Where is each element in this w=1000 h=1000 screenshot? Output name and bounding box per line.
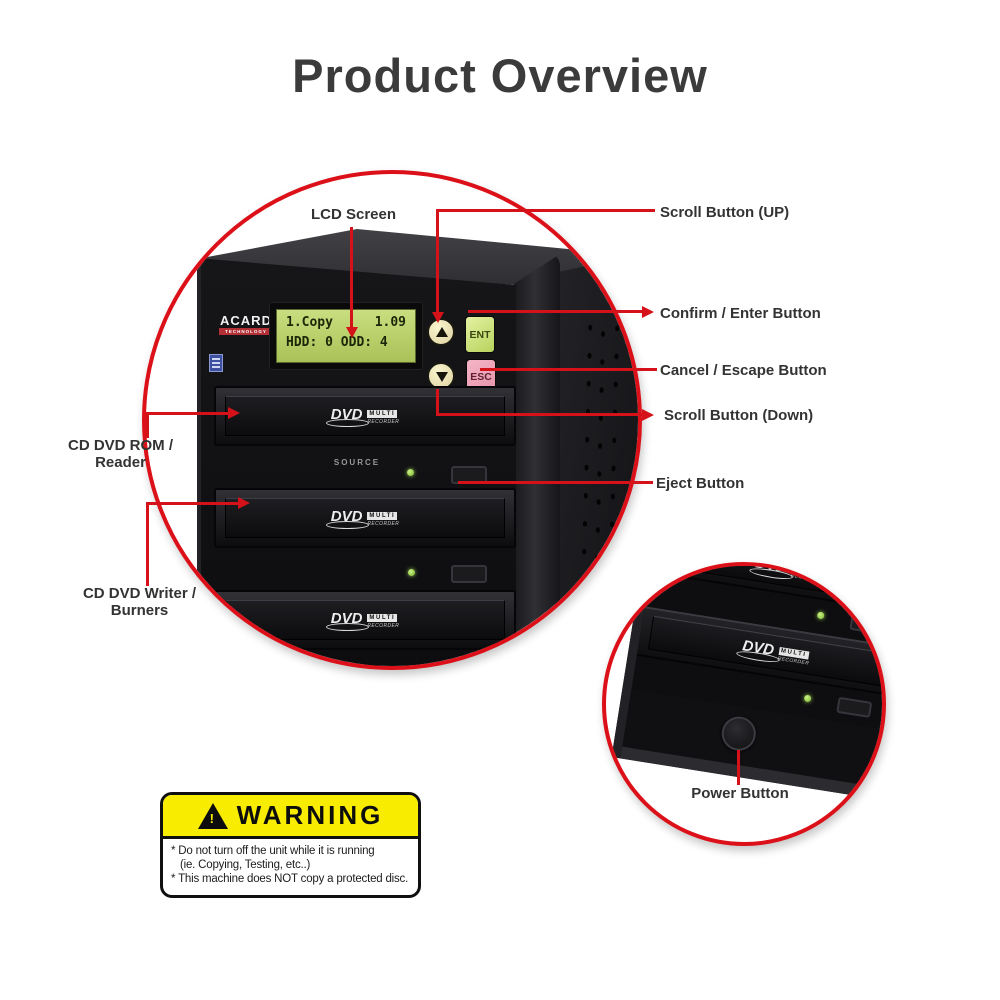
device-corner-edge <box>514 254 560 666</box>
dvd-multi-recorder-logo: DVD MULTI RECORDER <box>754 566 824 583</box>
reader-callout-line <box>146 412 230 415</box>
dvd-wordmark: DVD <box>325 507 370 529</box>
lcd-status-text: HDD: 0 ODD: 4 <box>286 335 388 350</box>
writer-callout-line <box>146 502 240 505</box>
drive-tray: DVD MULTI RECORDER <box>225 396 505 436</box>
eject-button-writer <box>451 565 487 583</box>
warning-line2: (ie. Copying, Testing, etc..) <box>180 859 311 871</box>
dvd-multi-recorder-logo: DVD MULTI RECORDER <box>325 507 400 529</box>
lcd-mode-text: 1.Copy <box>286 315 333 330</box>
drive-tray: DVD MULTI RECORDER <box>225 600 505 640</box>
label-confirm-enter: Confirm / Enter Button <box>660 305 821 322</box>
multi-badge: MULTI <box>367 613 398 622</box>
drive-bay-writer-2: DVD MULTI RECORDER <box>214 590 516 650</box>
dvd-wordmark: DVD <box>754 566 788 576</box>
warning-line3: * This machine does NOT copy a protected… <box>171 873 409 885</box>
device-bottom-closeup: DVD MULTI RECORDER <box>611 566 882 813</box>
brand-subtitle: TECHNOLOGY <box>219 328 273 335</box>
activity-led <box>816 611 825 620</box>
page-title: Product Overview <box>292 49 708 102</box>
enter-callout-line <box>468 310 644 313</box>
eject-callout-line <box>458 481 653 484</box>
enter-arrowhead-icon <box>642 306 654 318</box>
scroll-up-arrowhead-icon <box>432 312 444 323</box>
brand-logo: ACARD TECHNOLOGY <box>219 314 273 335</box>
certification-sticker <box>209 354 223 372</box>
reader-callout-line <box>146 412 149 438</box>
scroll-down-callout-line <box>436 413 643 416</box>
warning-sticker: ! WARNING * Do not turn off the unit whi… <box>160 792 421 898</box>
multi-badge: MULTI <box>367 409 398 418</box>
label-eject: Eject Button <box>656 475 745 492</box>
power-callout-line <box>737 750 740 785</box>
activity-led <box>407 469 414 476</box>
warning-body: * Do not turn off the unit while it is r… <box>163 839 418 891</box>
eject-button <box>836 696 873 718</box>
up-triangle-icon <box>436 327 448 337</box>
activity-led <box>408 569 415 576</box>
lcd-version-text: 1.09 <box>374 315 406 330</box>
dvd-multi-recorder-logo: DVD MULTI RECORDER <box>741 636 811 666</box>
scroll-down-button <box>427 362 455 390</box>
scroll-down-callout-line <box>436 389 439 416</box>
dvd-multi-recorder-logo: DVD MULTI RECORDER <box>325 405 400 427</box>
main-circle-content: ACARD TECHNOLOGY 1.Copy 1.09 HDD: 0 ODD:… <box>146 174 638 666</box>
lcd-bezel: 1.Copy 1.09 HDD: 0 ODD: 4 <box>269 302 423 370</box>
reader-arrowhead-icon <box>228 407 240 419</box>
exclamation-mark: ! <box>209 810 214 826</box>
scroll-up-callout-line <box>436 209 439 314</box>
lcd-arrowhead-icon <box>346 327 358 338</box>
activity-led <box>803 694 812 703</box>
device-front-panel: ACARD TECHNOLOGY 1.Copy 1.09 HDD: 0 ODD:… <box>197 258 516 666</box>
dvd-wordmark: DVD <box>325 405 370 427</box>
label-reader-line1: CD DVD ROM / <box>68 437 173 454</box>
enter-button: ENT <box>465 316 495 353</box>
label-cancel-escape: Cancel / Escape Button <box>660 362 827 379</box>
source-label: SOURCE <box>333 458 381 467</box>
dvd-multi-recorder-logo: DVD MULTI RECORDER <box>325 609 400 631</box>
drive-bay-writer-1: DVD MULTI RECORDER <box>214 488 516 548</box>
multi-badge: MULTI <box>367 511 398 520</box>
warning-triangle-icon: ! <box>197 802 228 829</box>
recorder-text: RECORDER <box>367 418 400 425</box>
power-button <box>719 714 759 754</box>
drive-tray: DVD MULTI RECORDER <box>225 498 505 538</box>
label-reader-line2: Reader <box>95 454 146 471</box>
scroll-down-arrowhead-icon <box>642 409 654 421</box>
small-circle-content: DVD MULTI RECORDER <box>606 566 882 842</box>
label-writer-line2: Burners <box>110 602 169 619</box>
main-callout-circle: ACARD TECHNOLOGY 1.Copy 1.09 HDD: 0 ODD:… <box>142 170 642 670</box>
dvd-wordmark: DVD <box>741 636 776 659</box>
writer-callout-line <box>146 502 149 586</box>
dvd-wordmark: DVD <box>325 609 370 631</box>
drive-bay-reader: DVD MULTI RECORDER <box>214 386 516 446</box>
brand-name: ACARD <box>220 313 272 328</box>
label-scroll-up: Scroll Button (UP) <box>660 204 790 221</box>
lcd-callout-line <box>350 227 353 329</box>
label-writer-line1: CD DVD Writer / <box>82 585 197 602</box>
warning-word: WARNING <box>236 800 384 830</box>
writer-arrowhead-icon <box>238 497 250 509</box>
scroll-up-callout-line <box>436 209 655 212</box>
label-reader: CD DVD ROM / Reader <box>58 437 183 471</box>
escape-callout-line <box>480 368 657 371</box>
label-writer: CD DVD Writer / Burners <box>72 585 207 619</box>
warning-line1: * Do not turn off the unit while it is r… <box>171 845 375 857</box>
warning-header: ! WARNING <box>163 795 418 839</box>
down-triangle-icon <box>436 372 448 382</box>
eject-button <box>849 613 882 635</box>
label-scroll-down: Scroll Button (Down) <box>664 407 814 424</box>
label-power: Power Button <box>691 785 789 802</box>
recorder-text: RECORDER <box>367 622 400 629</box>
label-lcd-screen: LCD Screen <box>311 206 397 223</box>
recorder-text: RECORDER <box>367 520 400 527</box>
power-callout-circle: DVD MULTI RECORDER <box>602 562 886 846</box>
